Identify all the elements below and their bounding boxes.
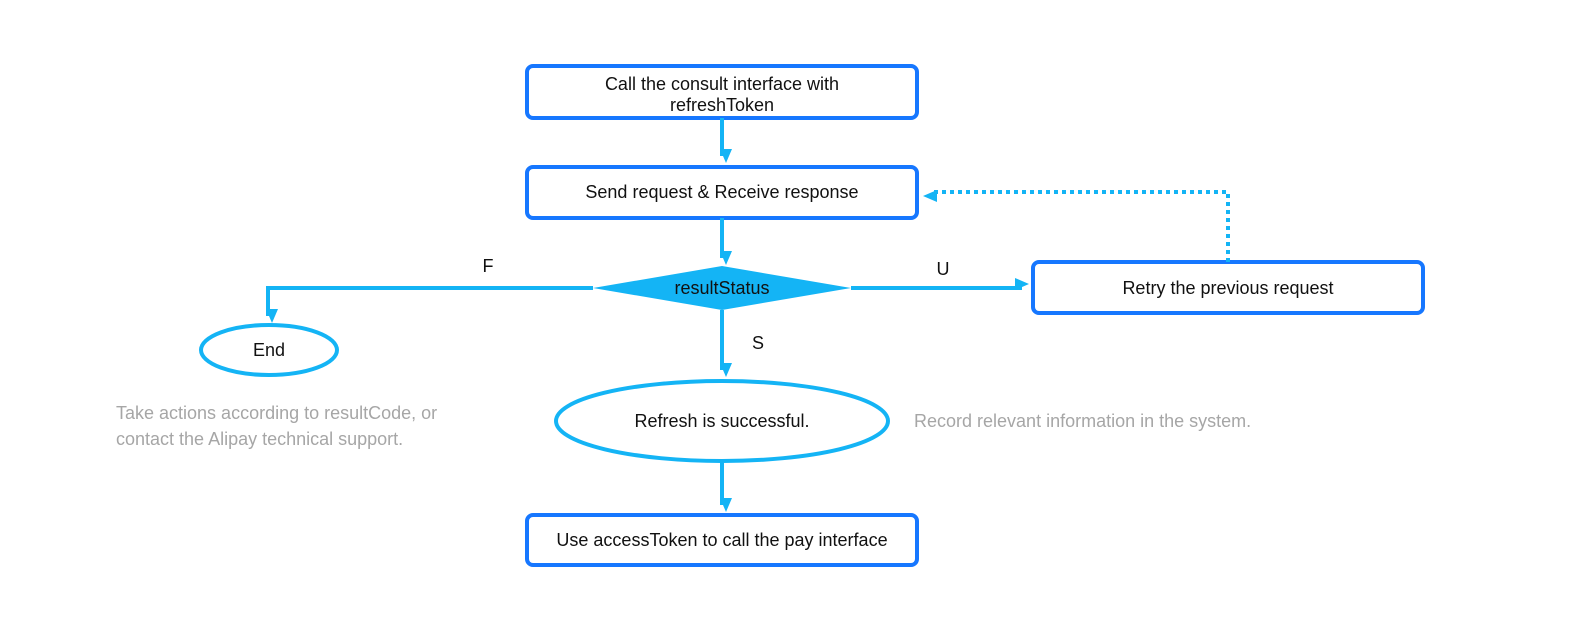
pay-box: Use accessToken to call the pay interfac… [525,513,919,567]
success-label: Refresh is successful. [634,411,809,431]
pay-label: Use accessToken to call the pay interfac… [556,530,887,550]
end-label: End [253,340,285,360]
arrow-fail-to-end [266,286,593,323]
decision-label: resultStatus [674,278,769,298]
send-label: Send request & Receive response [585,182,858,202]
success-note: Record relevant information in the syste… [914,411,1251,431]
retry-box: Retry the previous request [1031,260,1425,315]
consult-box: Call the consult interface with refreshT… [525,64,919,120]
arrow-retry-to-send [923,190,1230,262]
edge-label-success: S [752,333,764,353]
decision-diamond: resultStatus [593,266,851,310]
edge-label-unknown: U [937,259,950,279]
fail-note-line2: contact the Alipay technical support. [116,429,403,449]
consult-label-line1: Call the consult interface with [605,74,839,94]
success-ellipse: Refresh is successful. [554,379,890,463]
end-ellipse: End [199,323,339,377]
retry-label: Retry the previous request [1122,278,1333,298]
send-box: Send request & Receive response [525,165,919,220]
fail-note-line1: Take actions according to resultCode, or [116,403,437,423]
edge-label-fail: F [483,256,494,276]
consult-label-line2: refreshToken [670,95,774,115]
